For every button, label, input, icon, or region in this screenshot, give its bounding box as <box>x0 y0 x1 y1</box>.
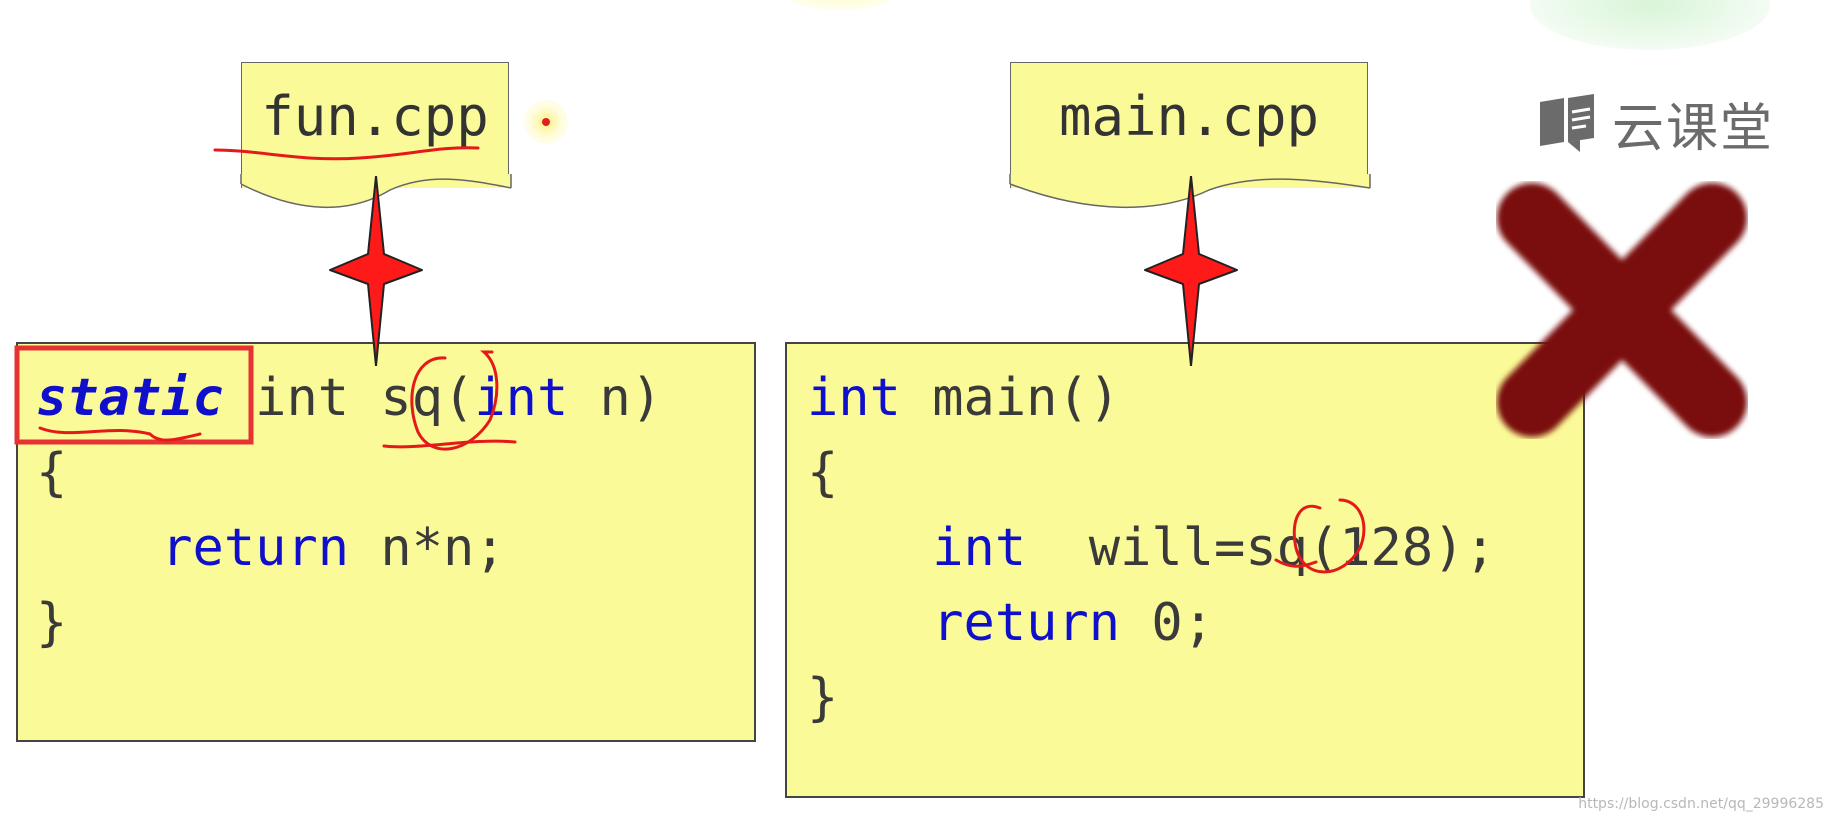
glow-top-right <box>1530 0 1770 50</box>
code-text: n) <box>568 368 663 428</box>
brace-open: { <box>36 443 68 503</box>
pointer-dot <box>524 100 568 144</box>
brace-close: } <box>36 593 68 653</box>
code-line-4: return 0; <box>807 591 1214 655</box>
indent <box>807 518 932 578</box>
code-line-3: int will=sq(128); <box>807 516 1496 580</box>
brand-logo: 云课堂 <box>1536 88 1775 159</box>
code-text: main() <box>900 368 1121 428</box>
glow-top-center <box>780 0 900 10</box>
four-point-star-icon <box>329 176 423 366</box>
file-label-fun: fun.cpp <box>240 62 512 209</box>
brace-open: { <box>807 443 839 503</box>
function-name-sq: sq <box>380 368 444 428</box>
file-label-fun-text: fun.cpp <box>261 85 489 148</box>
keyword-int: int <box>474 368 569 428</box>
file-label-main-text: main.cpp <box>1058 85 1320 148</box>
brace-close: } <box>807 668 839 728</box>
keyword-int: int <box>807 368 901 428</box>
code-line-2: { <box>36 441 67 505</box>
book-logo-icon <box>1540 94 1594 152</box>
code-text: ( <box>443 368 475 428</box>
keyword-static: static <box>36 368 224 428</box>
code-text: int <box>223 368 381 428</box>
code-line-3: return n*n; <box>36 516 506 580</box>
code-box-fun: static int sq(int n) { return n*n; } <box>16 342 756 742</box>
code-line-1: static int sq(int n) <box>36 366 662 430</box>
code-line-2: { <box>807 441 838 505</box>
code-line-5: } <box>807 666 838 730</box>
four-point-star-icon <box>1144 176 1238 366</box>
file-label-main: main.cpp <box>1009 62 1371 209</box>
code-box-main: int main() { int will=sq(128); return 0;… <box>785 342 1585 798</box>
brand-name: 云课堂 <box>1612 98 1775 159</box>
keyword-return: return <box>932 593 1121 653</box>
code-text: (128); <box>1307 518 1496 578</box>
code-text: will= <box>1026 518 1246 578</box>
function-call-sq: sq <box>1245 518 1308 578</box>
keyword-int: int <box>932 518 1027 578</box>
indent <box>807 593 932 653</box>
code-line-4: } <box>36 591 67 655</box>
watermark-url: https://blog.csdn.net/qq_29996285 <box>1578 796 1824 812</box>
code-text: n*n; <box>349 518 506 578</box>
keyword-return: return <box>161 518 350 578</box>
indent <box>36 518 161 578</box>
code-text: 0; <box>1120 593 1214 653</box>
code-line-1: int main() <box>807 366 1120 430</box>
